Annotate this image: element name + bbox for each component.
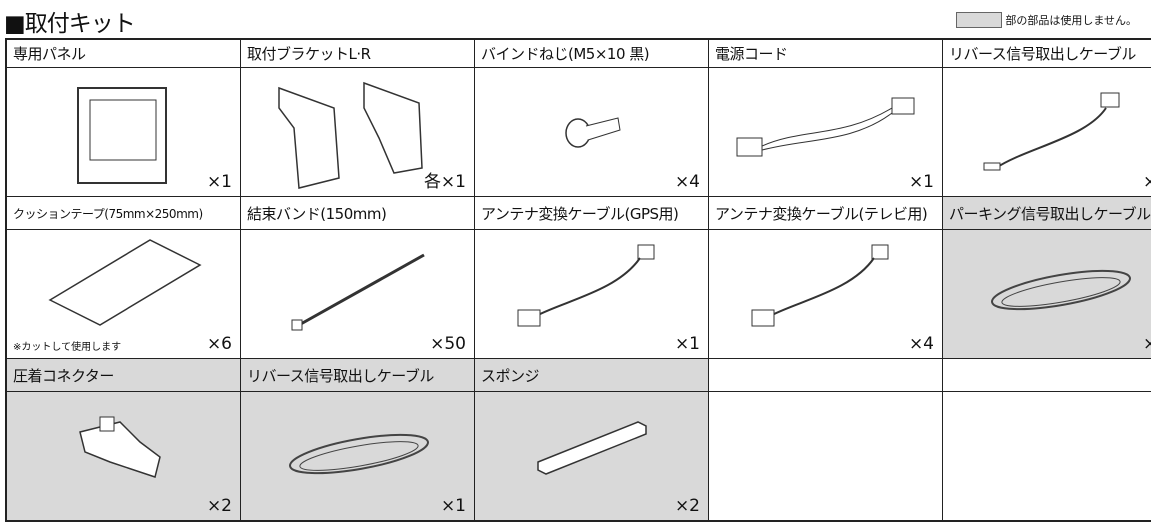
sponge-image: ×2 [474, 391, 709, 522]
part-qty: ×1 [1142, 172, 1151, 192]
reverse-cable-image: ×1 [942, 67, 1151, 197]
part-qty: ×4 [674, 172, 700, 192]
part-qty: ×1 [206, 172, 232, 192]
part-name: リバース信号取出しケーブル [942, 38, 1151, 68]
crimp-connector-image: ×2 [5, 391, 241, 522]
part-qty: ×2 [674, 496, 700, 516]
gray-swatch [956, 12, 1003, 28]
part-name: リバース信号取出しケーブル [240, 358, 475, 392]
gps-cable-image: ×1 [474, 229, 709, 359]
parts-table: 専用パネル 取付ブラケットL·R バインドねじ(M5×10 黒) 電源コード リ… [5, 38, 1151, 522]
screw-image: ×4 [474, 67, 709, 197]
part-name: バインドねじ(M5×10 黒) [474, 38, 709, 68]
part-qty: ×4 [908, 334, 934, 354]
part-name: 電源コード [708, 38, 943, 68]
part-note: ※カットして使用します [13, 342, 122, 353]
part-qty: ×1 [440, 496, 466, 516]
bracket-image: 各×1 [240, 67, 475, 197]
cushion-tape-image: ※カットして使用します ×6 [5, 229, 241, 359]
part-qty: ×1 [1142, 334, 1151, 354]
part-name: スポンジ [474, 358, 709, 392]
part-name: 取付ブラケットL·R [240, 38, 475, 68]
tv-cable-image: ×4 [708, 229, 943, 359]
part-qty: ×1 [908, 172, 934, 192]
empty-cell [708, 391, 943, 522]
part-name: 結束バンド(150mm) [240, 196, 475, 230]
empty-cell [708, 358, 943, 392]
legend-text: 部の部品は使用しません。 [1005, 14, 1137, 27]
part-qty: ×2 [206, 496, 232, 516]
section-title: ■取付キット [4, 11, 136, 37]
part-qty: 各×1 [423, 172, 466, 192]
power-cord-image: ×1 [708, 67, 943, 197]
parking-cable-image: ×1 [942, 229, 1151, 359]
panel-image: ×1 [5, 67, 241, 197]
part-name: パーキング信号取出しケーブル [942, 196, 1151, 230]
part-name: アンテナ変換ケーブル(テレビ用) [708, 196, 943, 230]
empty-cell [942, 358, 1151, 392]
reverse-cable-coil-image: ×1 [240, 391, 475, 522]
part-qty: ×6 [206, 334, 232, 354]
cable-tie-image: ×50 [240, 229, 475, 359]
part-qty: ×50 [430, 334, 466, 354]
part-name: 圧着コネクター [5, 358, 241, 392]
part-name: 専用パネル [5, 38, 241, 68]
empty-cell [942, 391, 1151, 522]
part-name: クッションテープ(75mm×250mm) [5, 196, 241, 230]
part-qty: ×1 [674, 334, 700, 354]
unused-legend: 部の部品は使用しません。 [956, 12, 1137, 28]
part-name: アンテナ変換ケーブル(GPS用) [474, 196, 709, 230]
